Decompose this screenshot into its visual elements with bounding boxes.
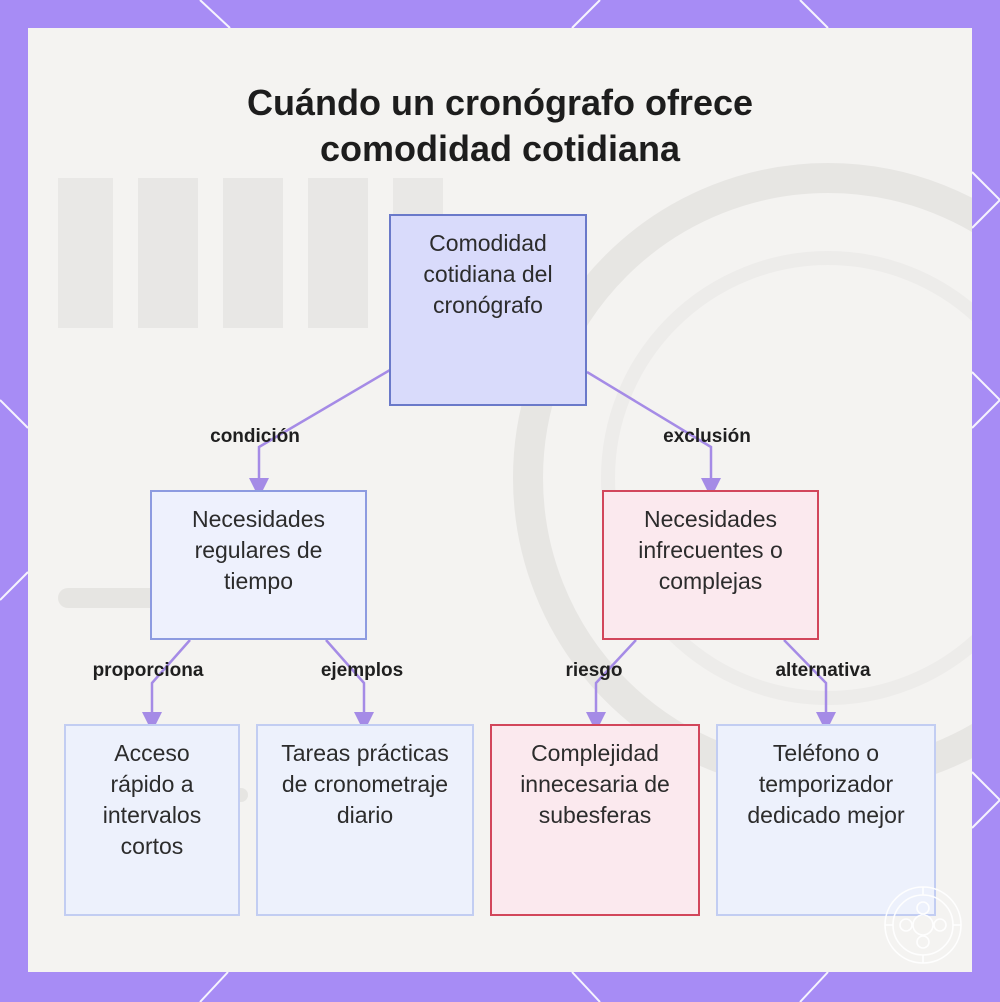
edge-label-examples: ejemplos [320,660,404,681]
edge-label-alternative: alternativa [775,660,871,681]
connector-provides [142,639,191,732]
connector-examples [325,639,374,732]
node-daily-tasks: Tareas prácticas de cronometraje diario [256,724,474,916]
connector-exclusion [586,370,721,498]
node-complexity: Complejidad innecesaria de subesferas [490,724,700,916]
node-phone-timer: Teléfono o temporizador dedicado mejor [716,724,936,916]
connector-risk [586,639,637,732]
title-line-1: Cuándo un cronógrafo ofrece [246,82,754,123]
connector-condition [249,368,391,498]
node-regular-needs-label: Necesidades regulares de tiempo [192,506,325,594]
edge-label-risk: riesgo [565,660,623,681]
node-infrequent-needs: Necesidades infrecuentes o complejas [602,490,819,640]
node-regular-needs: Necesidades regulares de tiempo [150,490,367,640]
node-root-label: Comodidad cotidiana del cronógrafo [423,230,553,318]
edge-label-exclusion: exclusión [663,426,751,447]
watch-seal-icon [884,886,962,964]
title-line-2: comodidad cotidiana [319,128,681,169]
node-infrequent-needs-label: Necesidades infrecuentes o complejas [638,506,783,594]
node-root: Comodidad cotidiana del cronógrafo [389,214,587,406]
edge-label-condition: condición [210,426,300,447]
edge-label-provides: proporciona [92,660,204,681]
node-daily-tasks-label: Tareas prácticas de cronometraje diario [281,740,449,828]
node-quick-access: Acceso rápido a intervalos cortos [64,724,240,916]
node-quick-access-label: Acceso rápido a intervalos cortos [102,740,202,859]
page-title: Cuándo un cronógrafo ofrece comodidad co… [28,80,972,172]
connector-alternative [783,639,836,732]
node-complexity-label: Complejidad innecesaria de subesferas [520,740,670,828]
node-phone-timer-label: Teléfono o temporizador dedicado mejor [747,740,905,828]
